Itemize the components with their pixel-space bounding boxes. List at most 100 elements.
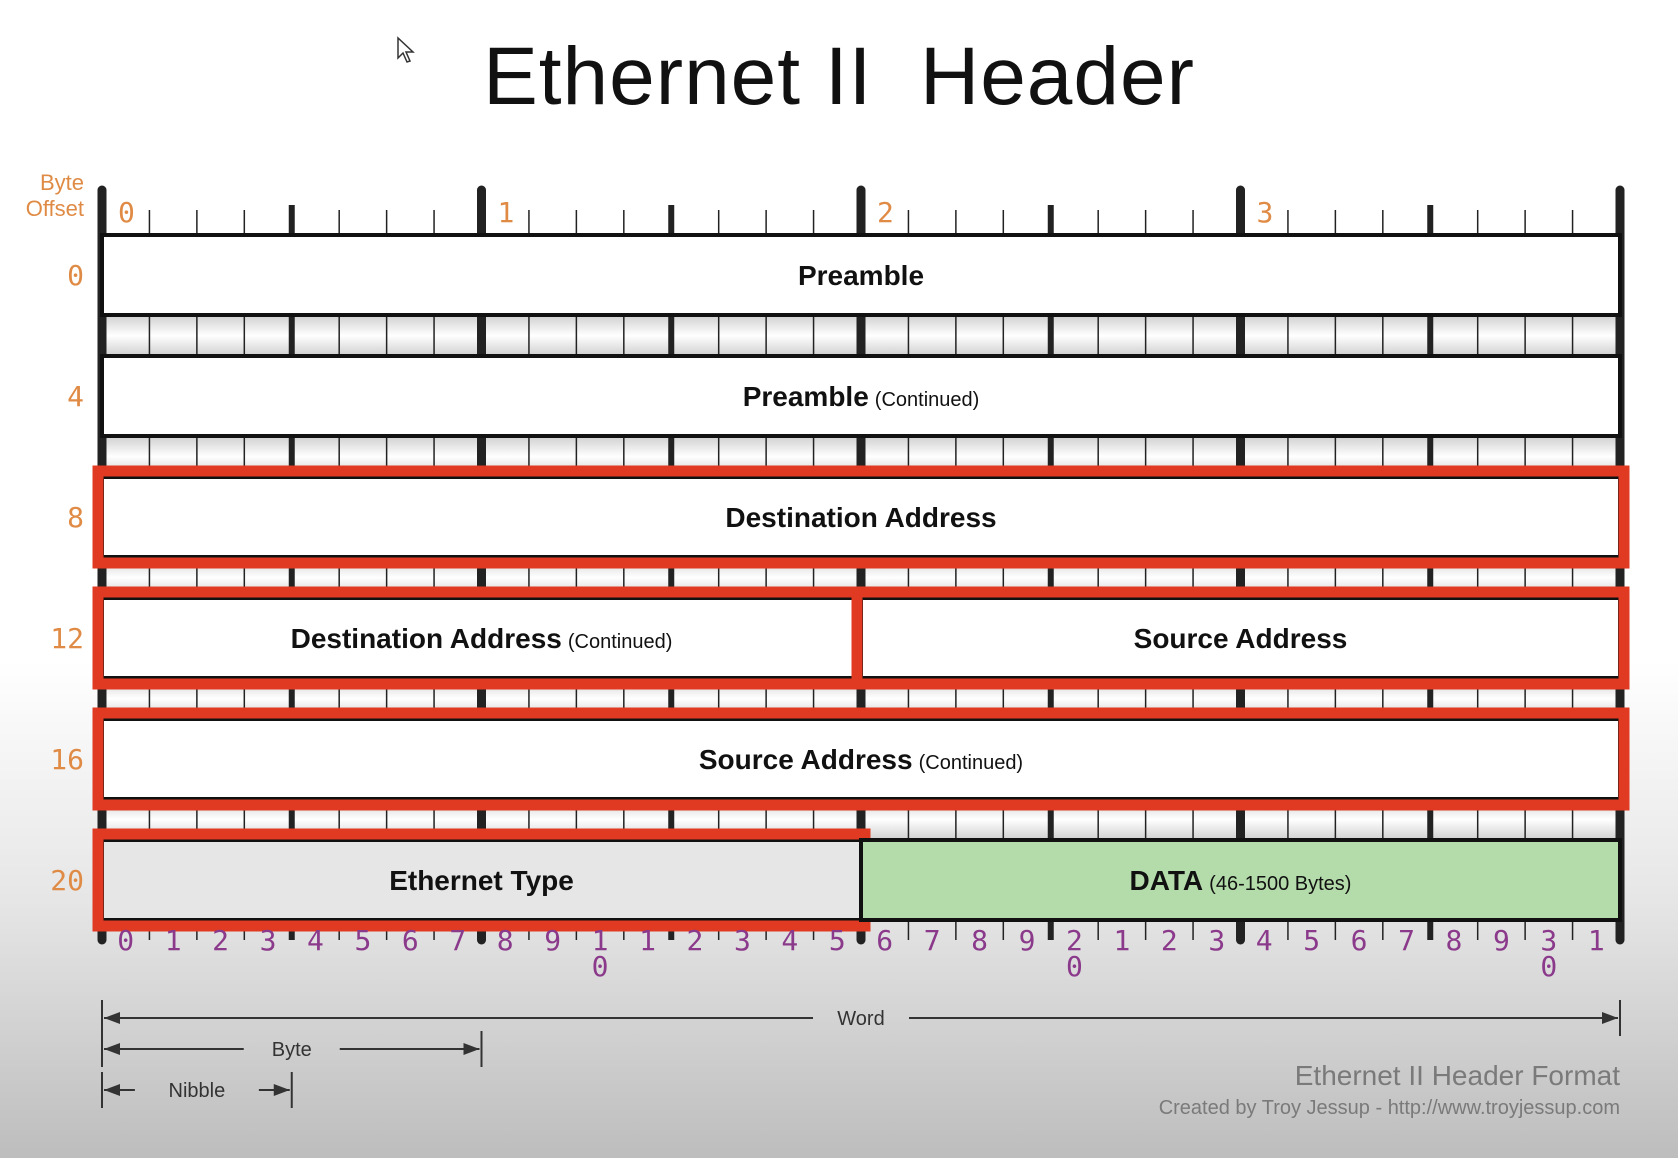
- nibble-scale: Nibble: [101, 1072, 293, 1108]
- field-note: (Continued): [875, 389, 980, 411]
- field-label: Preamble: [798, 260, 924, 291]
- bit-label: 9: [544, 924, 561, 957]
- byte-scale: Byte: [101, 1031, 483, 1067]
- bit-label-digit: 3: [1540, 924, 1557, 957]
- bit-label: 3: [260, 924, 277, 957]
- bit-label-digit: 1: [592, 924, 609, 957]
- bit-label: 1: [1588, 924, 1605, 957]
- field-box: [859, 596, 1622, 680]
- field-name: Preamble: [743, 381, 869, 412]
- diagram-caption: Ethernet II Header Format: [1294, 1060, 1620, 1091]
- byte-label: 1: [498, 196, 515, 229]
- field-box: [100, 838, 863, 922]
- bit-label: 0: [117, 924, 134, 957]
- bit-label: 5: [829, 924, 846, 957]
- field-name: Source Address: [1134, 623, 1348, 654]
- field-box: [859, 838, 1622, 922]
- field-name: Destination Address: [725, 502, 996, 533]
- arrow-right-icon: [273, 1084, 290, 1096]
- bit-label: 9: [1493, 924, 1510, 957]
- field-note: (Continued): [568, 631, 673, 653]
- field-label: Destination Address: [725, 502, 996, 533]
- bit-label: 5: [1303, 924, 1320, 957]
- field-name: DATA: [1130, 865, 1204, 896]
- bit-label: 5: [354, 924, 371, 957]
- bit-label: 7: [449, 924, 466, 957]
- byte-label: 0: [118, 196, 135, 229]
- bit-label: 1: [1113, 924, 1130, 957]
- word-scale-label: Word: [837, 1008, 884, 1030]
- field-label: Destination Address (Continued): [291, 623, 673, 654]
- bit-label: 6: [876, 924, 893, 957]
- arrow-right-icon: [1602, 1012, 1618, 1024]
- bit-label: 6: [402, 924, 419, 957]
- field-name: Ethernet Type: [389, 865, 574, 896]
- bit-label: 1: [639, 924, 656, 957]
- bit-label: 1: [165, 924, 182, 957]
- word-scale: Word: [101, 1000, 1621, 1036]
- row-offset-label: 12: [50, 622, 84, 655]
- bit-label: 6: [1351, 924, 1368, 957]
- bit-label: 2: [1161, 924, 1178, 957]
- bit-label: 8: [497, 924, 514, 957]
- byte-scale-label: Byte: [272, 1039, 312, 1061]
- nibble-scale-label: Nibble: [169, 1080, 226, 1102]
- diagram-credit: Created by Troy Jessup - http://www.troy…: [1158, 1097, 1620, 1119]
- row-offset-label: 4: [67, 380, 84, 413]
- bit-label-digit: 0: [592, 950, 609, 983]
- byte-label: 3: [1257, 196, 1274, 229]
- bit-label: 3: [1208, 924, 1225, 957]
- bit-label: 7: [924, 924, 941, 957]
- bit-label: 4: [781, 924, 798, 957]
- field-label: Ethernet Type: [389, 865, 574, 896]
- bit-label: 9: [1019, 924, 1036, 957]
- highlight-frame: [92, 707, 1630, 811]
- bit-label-digit: 2: [1066, 924, 1083, 957]
- field-box: [100, 354, 1622, 438]
- mouse-cursor-icon: [397, 36, 415, 63]
- field-name: Destination Address: [291, 623, 562, 654]
- axis-title-line2: Offset: [26, 196, 84, 221]
- field-box: [100, 596, 863, 680]
- highlight-frame: [92, 465, 1630, 569]
- row-offset-label: 16: [50, 743, 84, 776]
- bit-label: 2: [687, 924, 704, 957]
- field-label: DATA(46-1500 Bytes): [1130, 865, 1352, 896]
- field-label: Source Address: [1134, 623, 1348, 654]
- arrow-left-icon: [104, 1043, 120, 1055]
- row-offset-label: 20: [50, 864, 84, 897]
- arrow-left-icon: [104, 1012, 120, 1024]
- field-box: [100, 233, 1622, 317]
- row-offset-label: 8: [67, 501, 84, 534]
- bit-label: 4: [1256, 924, 1273, 957]
- highlight-frame: [851, 586, 1630, 690]
- bit-label: 8: [971, 924, 988, 957]
- bit-label-digit: 0: [1540, 950, 1557, 983]
- bit-label: 3: [734, 924, 751, 957]
- field-note: (Continued): [919, 752, 1024, 774]
- axis-title-line1: Byte: [40, 170, 84, 195]
- arrow-right-icon: [463, 1043, 480, 1055]
- byte-label: 2: [877, 196, 894, 229]
- field-label: Preamble (Continued): [743, 381, 980, 412]
- row-offset-label: 0: [67, 259, 84, 292]
- field-box: [100, 717, 1622, 801]
- field-note: (46-1500 Bytes): [1209, 873, 1351, 895]
- page-title: Ethernet II Header: [483, 31, 1195, 122]
- field-box: [100, 475, 1622, 559]
- field-name: Preamble: [798, 260, 924, 291]
- bit-label: 7: [1398, 924, 1415, 957]
- field-label: Source Address (Continued): [699, 744, 1023, 775]
- arrow-left-icon: [104, 1084, 120, 1096]
- bit-label: 8: [1446, 924, 1463, 957]
- field-name: Source Address: [699, 744, 913, 775]
- bit-label-digit: 0: [1066, 950, 1083, 983]
- bit-label: 4: [307, 924, 324, 957]
